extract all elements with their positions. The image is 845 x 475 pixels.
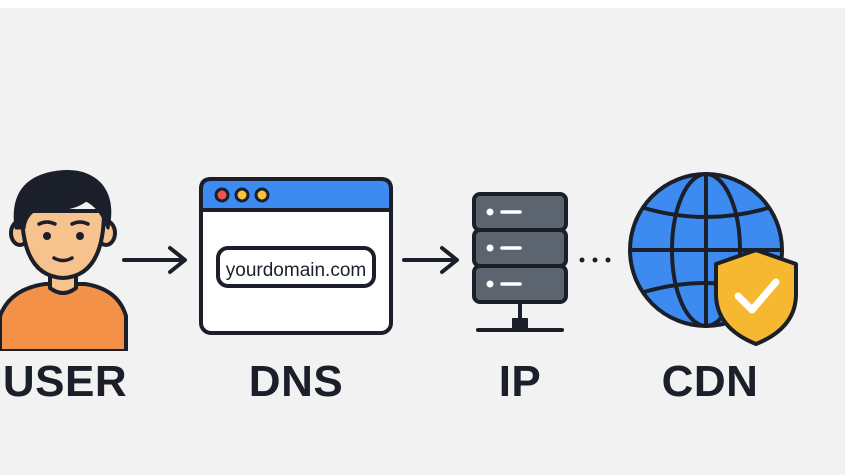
globe-shield-icon xyxy=(628,172,798,346)
dns-url-text: yourdomain.com xyxy=(225,260,367,281)
user-label: USER xyxy=(2,357,128,406)
dotted-connector-ip-to-cdn xyxy=(579,257,611,263)
arrow-dns-to-ip xyxy=(402,246,459,274)
arrow-user-to-dns xyxy=(122,246,187,274)
server-rack-icon xyxy=(472,192,568,332)
diagram-canvas: USER yourdomain.com DNS IP xyxy=(0,8,845,475)
ip-label: IP xyxy=(498,357,542,406)
browser-window-icon xyxy=(199,177,393,335)
dns-label: DNS xyxy=(248,357,344,406)
cdn-label: CDN xyxy=(661,357,759,406)
user-avatar-icon xyxy=(0,170,128,351)
